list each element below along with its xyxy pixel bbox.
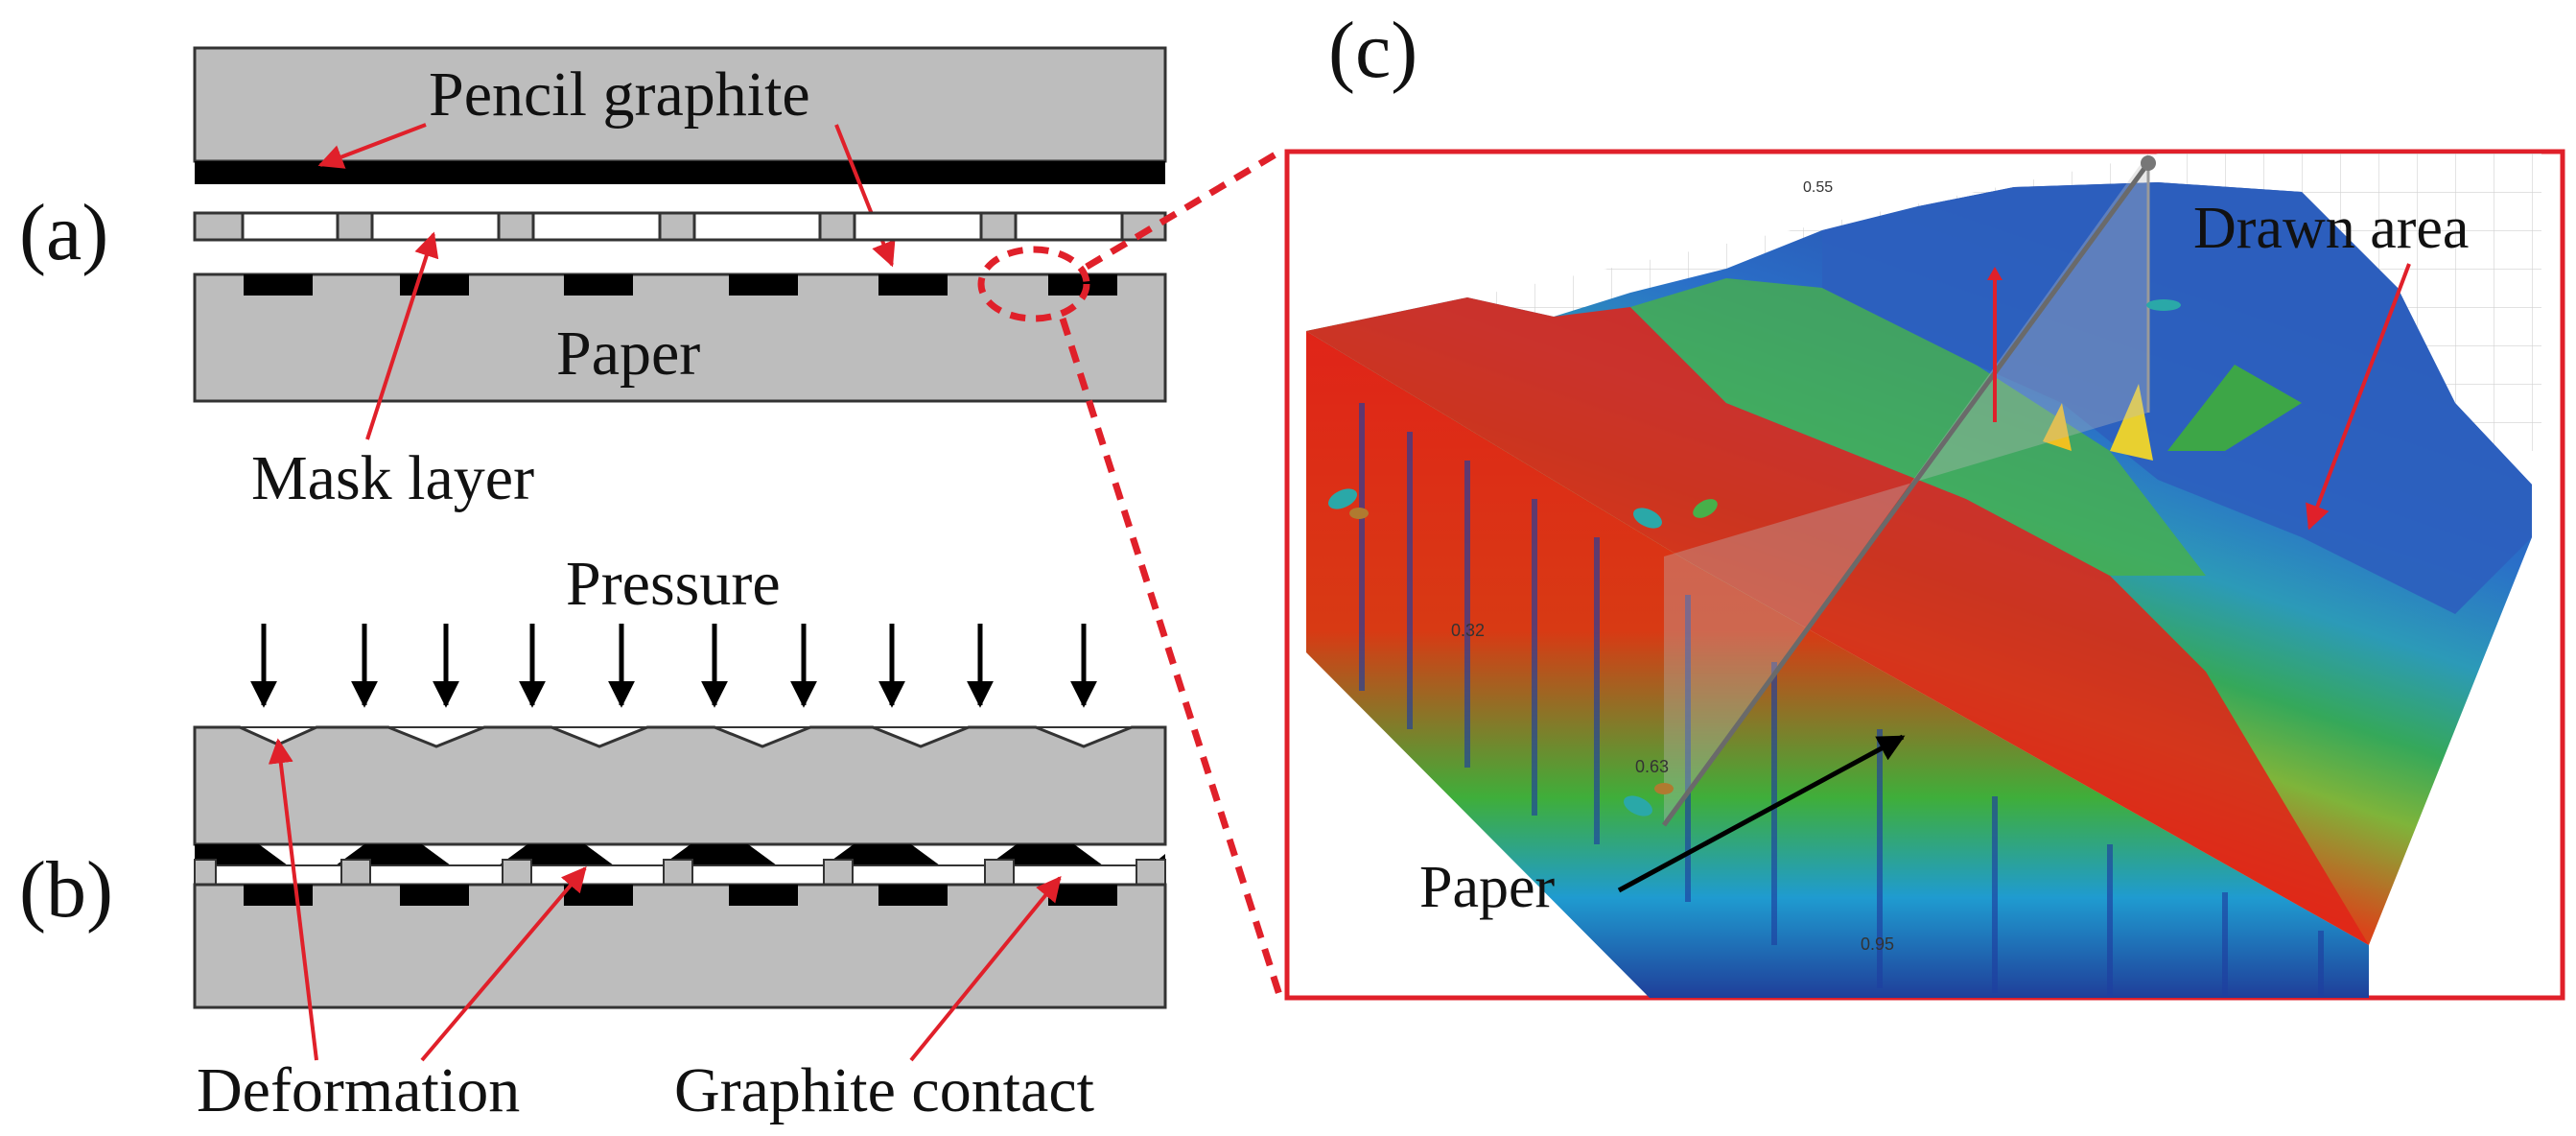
paper-label-a: Paper	[556, 319, 700, 389]
axis-tick-label: 0.63	[1635, 757, 1669, 776]
mask-layer-arrow	[365, 231, 439, 440]
axis-handle-icon	[2146, 299, 2181, 311]
zoom-connector-bottom	[1059, 317, 1284, 1000]
mask-pillar-b	[823, 859, 854, 886]
paper-label-c: Paper	[1419, 855, 1556, 920]
mask-pillar-b	[502, 859, 532, 886]
mask-pillar	[497, 211, 535, 242]
axis-tick-label: 0.32	[1451, 621, 1485, 640]
zoom-region-marker	[977, 246, 1090, 322]
section-handle	[2141, 155, 2156, 171]
mask-pillar	[818, 211, 856, 242]
graphite-pattern	[729, 274, 798, 296]
drawn-area-label: Drawn area	[2193, 196, 2469, 261]
drawn-area-arrow	[2306, 263, 2411, 531]
axis-tick-label: 0.55	[1803, 179, 1833, 196]
deformation-arrow-2	[420, 866, 587, 1062]
graphite-pattern-b	[1048, 885, 1117, 906]
surface-peak	[2110, 384, 2153, 461]
deformation-label: Deformation	[197, 1055, 520, 1125]
panel-b: (b) Pressure	[19, 549, 1167, 1125]
axis-handle-icon	[1624, 795, 1652, 816]
panel-b-label: (b)	[19, 845, 113, 935]
mask-pillar-b	[340, 859, 371, 886]
mask-pillar-b	[194, 859, 217, 886]
axis-handle-icon	[1328, 488, 1357, 509]
surface-front-face	[1306, 331, 2369, 998]
axis-handle-icon	[1633, 508, 1662, 529]
graphite-contact-label: Graphite contact	[674, 1055, 1094, 1125]
surface-front-streaks	[1359, 403, 2324, 996]
graphite-pattern	[400, 274, 469, 296]
graphite-pattern	[564, 274, 633, 296]
deformed-top-block	[193, 725, 1167, 846]
graphite-contact-arrow	[909, 875, 1062, 1062]
panel-a: (a) Pencil graphite Paper Mask layer	[19, 46, 1167, 513]
section-marker-head	[1987, 267, 2002, 280]
mask-pillar	[336, 211, 374, 242]
mask-layer-label: Mask layer	[251, 443, 534, 513]
paper-block-b	[193, 883, 1167, 1009]
surface-peak	[2167, 365, 2302, 451]
graphite-pattern-arrow	[834, 124, 896, 268]
surface-green-band	[1630, 278, 2206, 576]
pencil-graphite-layer	[195, 161, 1165, 184]
graphite-pattern-b	[244, 885, 313, 906]
pencil-graphite-label: Pencil graphite	[429, 59, 810, 130]
graphite-pattern	[878, 274, 948, 296]
graphite-pattern-b	[878, 885, 948, 906]
surface-blue-region	[1822, 182, 2532, 614]
pencil-block	[193, 46, 1167, 163]
mask-pillar-b	[1136, 859, 1166, 886]
mask-pillar	[658, 211, 696, 242]
axis-handle-icon	[1693, 499, 1718, 518]
mask-pillar-b	[984, 859, 1015, 886]
graphite-pattern-b	[729, 885, 798, 906]
pencil-graphite-arrow	[317, 123, 427, 169]
panel-c: (c)	[1059, 6, 2565, 1001]
surface-peak	[2043, 403, 2072, 451]
deformation-arrow-1	[268, 738, 318, 1061]
axis-handle-icon	[1654, 783, 1674, 794]
panel-c-label: (c)	[1328, 6, 1417, 95]
graphite-pattern	[1048, 274, 1117, 296]
pressure-label: Pressure	[566, 549, 781, 619]
axis-handle-icon	[1349, 508, 1369, 519]
zoom-connector-top	[1085, 148, 1282, 271]
pressure-arrows	[250, 624, 1097, 708]
graphite-pattern-b	[564, 885, 633, 906]
paper-arrow-c	[1617, 734, 1906, 893]
graphite-pattern-b	[400, 885, 469, 906]
mask-pillar	[193, 211, 245, 242]
section-line	[1661, 161, 2151, 827]
axis-tick-label: 0.95	[1861, 935, 1894, 954]
graphite-pattern	[244, 274, 313, 296]
paper-block-a	[193, 272, 1167, 403]
mask-pillar	[979, 211, 1018, 242]
panel-a-label: (a)	[19, 188, 108, 277]
mask-pillar-b	[663, 859, 693, 886]
surface-red-band	[1306, 297, 2369, 945]
